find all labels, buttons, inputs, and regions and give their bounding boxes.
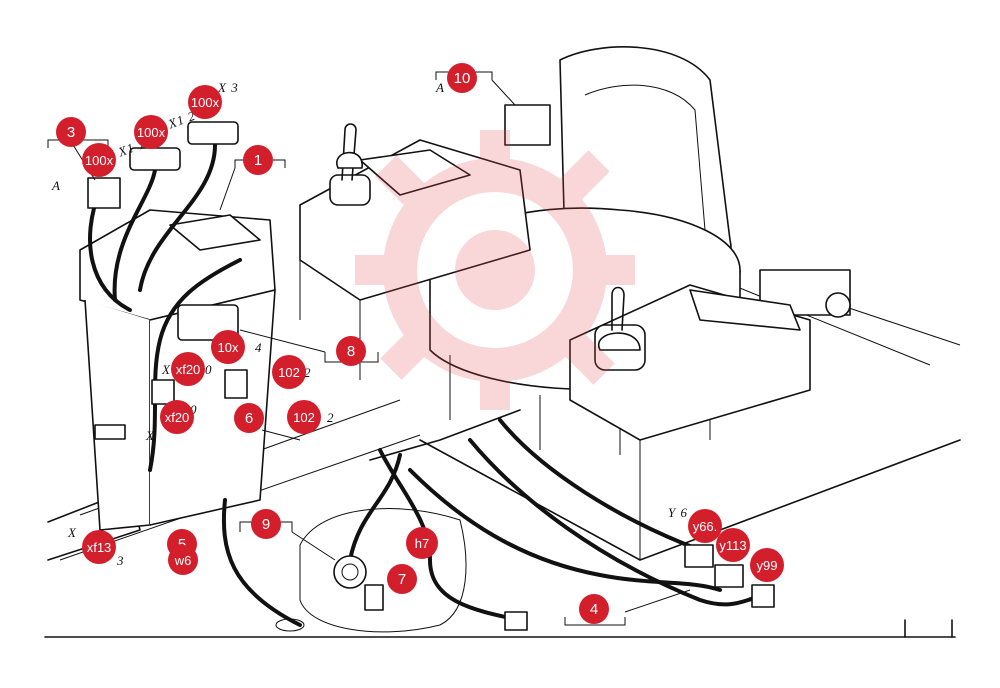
components	[87, 104, 775, 633]
label-2a: 2	[304, 365, 312, 380]
wiring-harness	[88, 143, 757, 627]
callout-h7[interactable]: h7	[406, 527, 438, 559]
callout-w6[interactable]: w6	[168, 545, 198, 575]
right-armrest-console	[569, 284, 811, 560]
callout-10x[interactable]: 10x	[211, 330, 245, 364]
callout-8[interactable]: 8	[336, 336, 366, 366]
callout-3[interactable]: 3	[56, 117, 86, 147]
callout-1[interactable]: 1	[243, 145, 273, 175]
label-4: 4	[255, 340, 263, 355]
label-0b: 0	[190, 402, 198, 417]
callout-100x-c[interactable]: 100x	[82, 143, 116, 177]
callout-10[interactable]: 10	[447, 63, 477, 93]
label-2b: 2	[327, 410, 335, 425]
callout-xf20-b[interactable]: xf20	[160, 400, 194, 434]
callout-9[interactable]: 9	[251, 509, 281, 539]
callout-xf20-a[interactable]: xf20	[171, 352, 205, 386]
label-x-13: X	[68, 525, 77, 540]
label-3: 3	[117, 553, 125, 568]
label-x3: X 3	[218, 80, 239, 95]
callout-100x-b[interactable]: 100x	[134, 115, 168, 149]
callout-102-a[interactable]: 102	[272, 355, 306, 389]
callout-4[interactable]: 4	[579, 594, 609, 624]
callout-y99[interactable]: y99	[750, 548, 784, 582]
left-armrest-console	[299, 123, 531, 380]
callout-100x-a[interactable]: 100x	[188, 85, 222, 119]
callout-6[interactable]: 6	[234, 403, 264, 433]
callout-y113[interactable]: y113	[716, 528, 750, 562]
label-x-20: X	[162, 362, 171, 377]
callout-y66[interactable]: y66.	[688, 509, 722, 543]
callout-102-b[interactable]: 102	[287, 400, 321, 434]
callout-7[interactable]: 7	[387, 564, 417, 594]
label-a: A	[52, 178, 61, 193]
callout-xf13[interactable]: xf13	[82, 530, 116, 564]
label-0a: 0	[205, 362, 213, 377]
label-x-20b: X	[146, 428, 155, 443]
label-y6: Y 6	[668, 505, 688, 520]
label-a-10: A	[436, 80, 445, 95]
